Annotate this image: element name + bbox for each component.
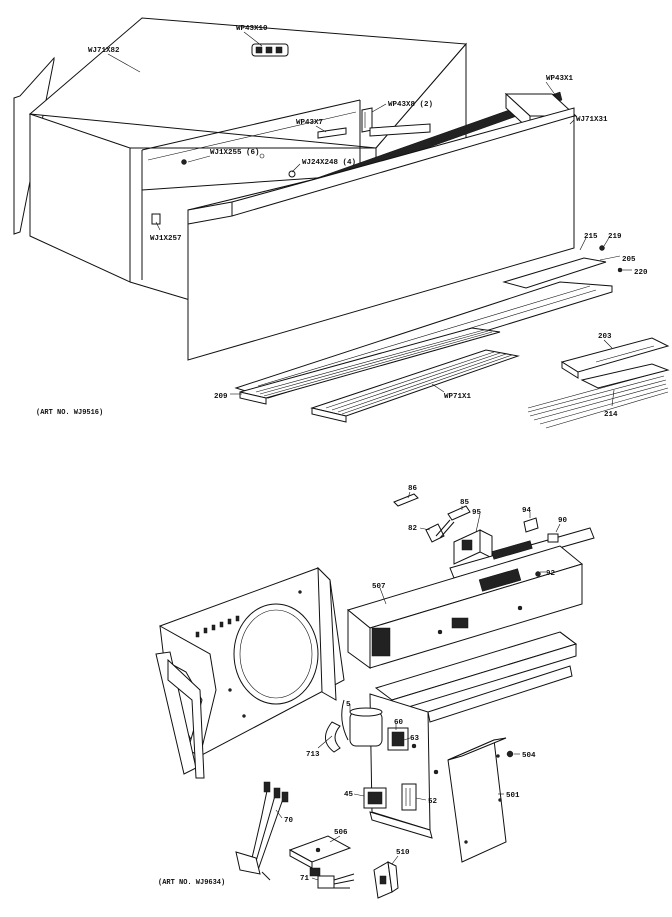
label-71: 71 (300, 875, 310, 883)
label-90: 90 (558, 517, 568, 525)
bottom-assembly: 86 85 82 95 94 90 92 507 5 713 60 63 504… (155, 485, 595, 899)
label-205: 205 (622, 256, 636, 264)
art-number-bottom: (ART NO. WJ9634) (158, 879, 225, 887)
label-214: 214 (604, 411, 618, 419)
screw-504 (506, 750, 514, 758)
label-219: 219 (608, 233, 622, 241)
label-wj1x255: WJ1X255 (6) (210, 149, 260, 157)
top-leader-lines (107, 31, 632, 407)
rail-plate (502, 257, 607, 289)
discharge-grille-209 (239, 327, 501, 405)
label-85: 85 (460, 499, 470, 507)
label-501: 501 (506, 792, 520, 800)
label-63: 63 (410, 735, 420, 743)
label-713: 713 (306, 751, 320, 759)
power-cord-70 (235, 781, 289, 881)
label-52: 52 (428, 798, 438, 806)
clip-713 (325, 721, 341, 753)
label-wj24x248: WJ24X248 (4) (302, 159, 356, 167)
label-86: 86 (408, 485, 418, 493)
control-box-507 (346, 545, 584, 669)
label-5: 5 (346, 701, 351, 709)
label-92: 92 (546, 570, 556, 578)
label-wp43x8: WP43X8 (2) (388, 101, 433, 109)
bottom-leader-lines (275, 491, 561, 881)
label-507: 507 (372, 583, 386, 591)
label-506: 506 (334, 829, 348, 837)
label-wj71x82: WJ71X82 (88, 47, 120, 55)
label-wj1x257: WJ1X257 (150, 235, 182, 243)
top-assembly: WP43X10 WJ71X82 WP43X1 WP43X8 (2) WJ71X3… (13, 17, 670, 429)
label-70: 70 (284, 817, 294, 825)
label-wp43x7: WP43X7 (296, 119, 323, 127)
art-number-top: (ART NO. WJ9516) (36, 409, 103, 417)
label-220: 220 (634, 269, 648, 277)
label-wp43x10: WP43X10 (236, 25, 268, 33)
label-82: 82 (408, 525, 418, 533)
label-45: 45 (344, 791, 354, 799)
label-95: 95 (472, 509, 482, 517)
clip-219 (599, 245, 605, 251)
label-60: 60 (394, 719, 404, 727)
label-wp71x1: WP71X1 (444, 393, 472, 401)
front-panel (187, 107, 575, 361)
label-94: 94 (522, 507, 532, 515)
capacitor-60 (341, 699, 383, 747)
terminal-71 (309, 867, 355, 889)
screw-220 (617, 267, 623, 273)
label-510: 510 (396, 849, 410, 857)
left-brackets (155, 625, 217, 779)
label-504: 504 (522, 752, 536, 760)
label-203: 203 (598, 333, 612, 341)
label-209: 209 (214, 393, 228, 401)
knob-94 (523, 517, 539, 533)
front-grille-wp71x1 (310, 349, 520, 423)
louver-assembly-214 (527, 363, 670, 429)
label-wj71x31: WJ71X31 (576, 116, 608, 124)
bracket-506 (288, 835, 352, 869)
relay-45 (363, 787, 387, 809)
access-panel-203 (560, 337, 670, 379)
switch-parts (393, 493, 471, 543)
bracket-510 (373, 861, 399, 899)
label-wp43x1: WP43X1 (546, 75, 574, 83)
cover-plate-501 (447, 737, 507, 863)
label-215: 215 (584, 233, 598, 241)
control-panel-90 (449, 527, 595, 579)
